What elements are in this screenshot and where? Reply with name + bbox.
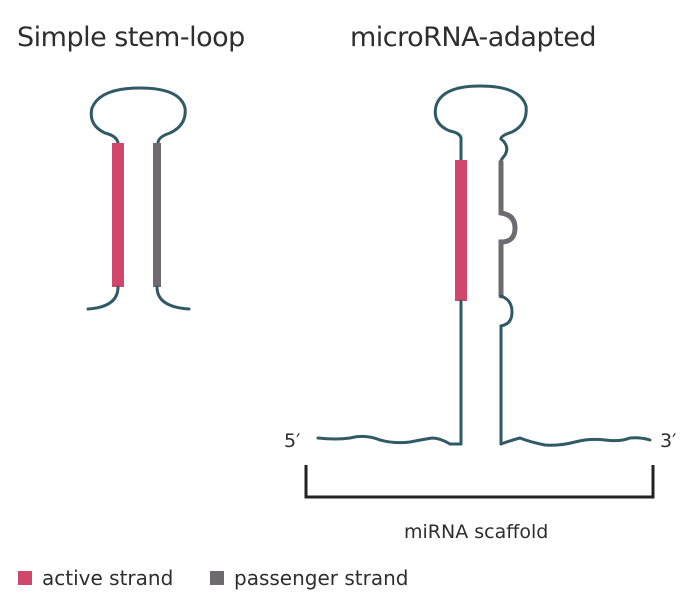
scaffold-bracket <box>304 465 655 499</box>
title-simple-stem-loop: Simple stem-loop <box>17 22 245 53</box>
mirna-loop <box>433 84 528 141</box>
mirna-passenger-strand <box>498 159 518 299</box>
legend-passenger-strand: passenger strand <box>210 566 408 590</box>
simple-right-tail <box>155 285 191 311</box>
mirna-3prime-flank <box>499 436 652 447</box>
legend-active-strand: active strand <box>18 566 173 590</box>
legend-active-label: active strand <box>42 566 174 590</box>
passenger-strand-swatch <box>210 571 224 585</box>
scaffold-label: miRNA scaffold <box>404 521 549 543</box>
mirna-right-bulge-bottom <box>499 294 514 446</box>
three-prime-label: 3′ <box>660 430 677 452</box>
mirna-5prime-flank <box>316 434 463 446</box>
active-strand-swatch <box>18 571 32 585</box>
mirna-adapted-hairpin <box>304 84 655 499</box>
legend-passenger-label: passenger strand <box>234 566 409 590</box>
five-prime-label: 5′ <box>284 430 301 452</box>
simple-loop <box>89 86 187 145</box>
title-microrna-adapted: microRNA-adapted <box>350 22 596 53</box>
mirna-right-bulge-top <box>499 137 509 164</box>
simple-left-tail <box>86 285 120 311</box>
simple-stem-loop <box>86 86 191 311</box>
